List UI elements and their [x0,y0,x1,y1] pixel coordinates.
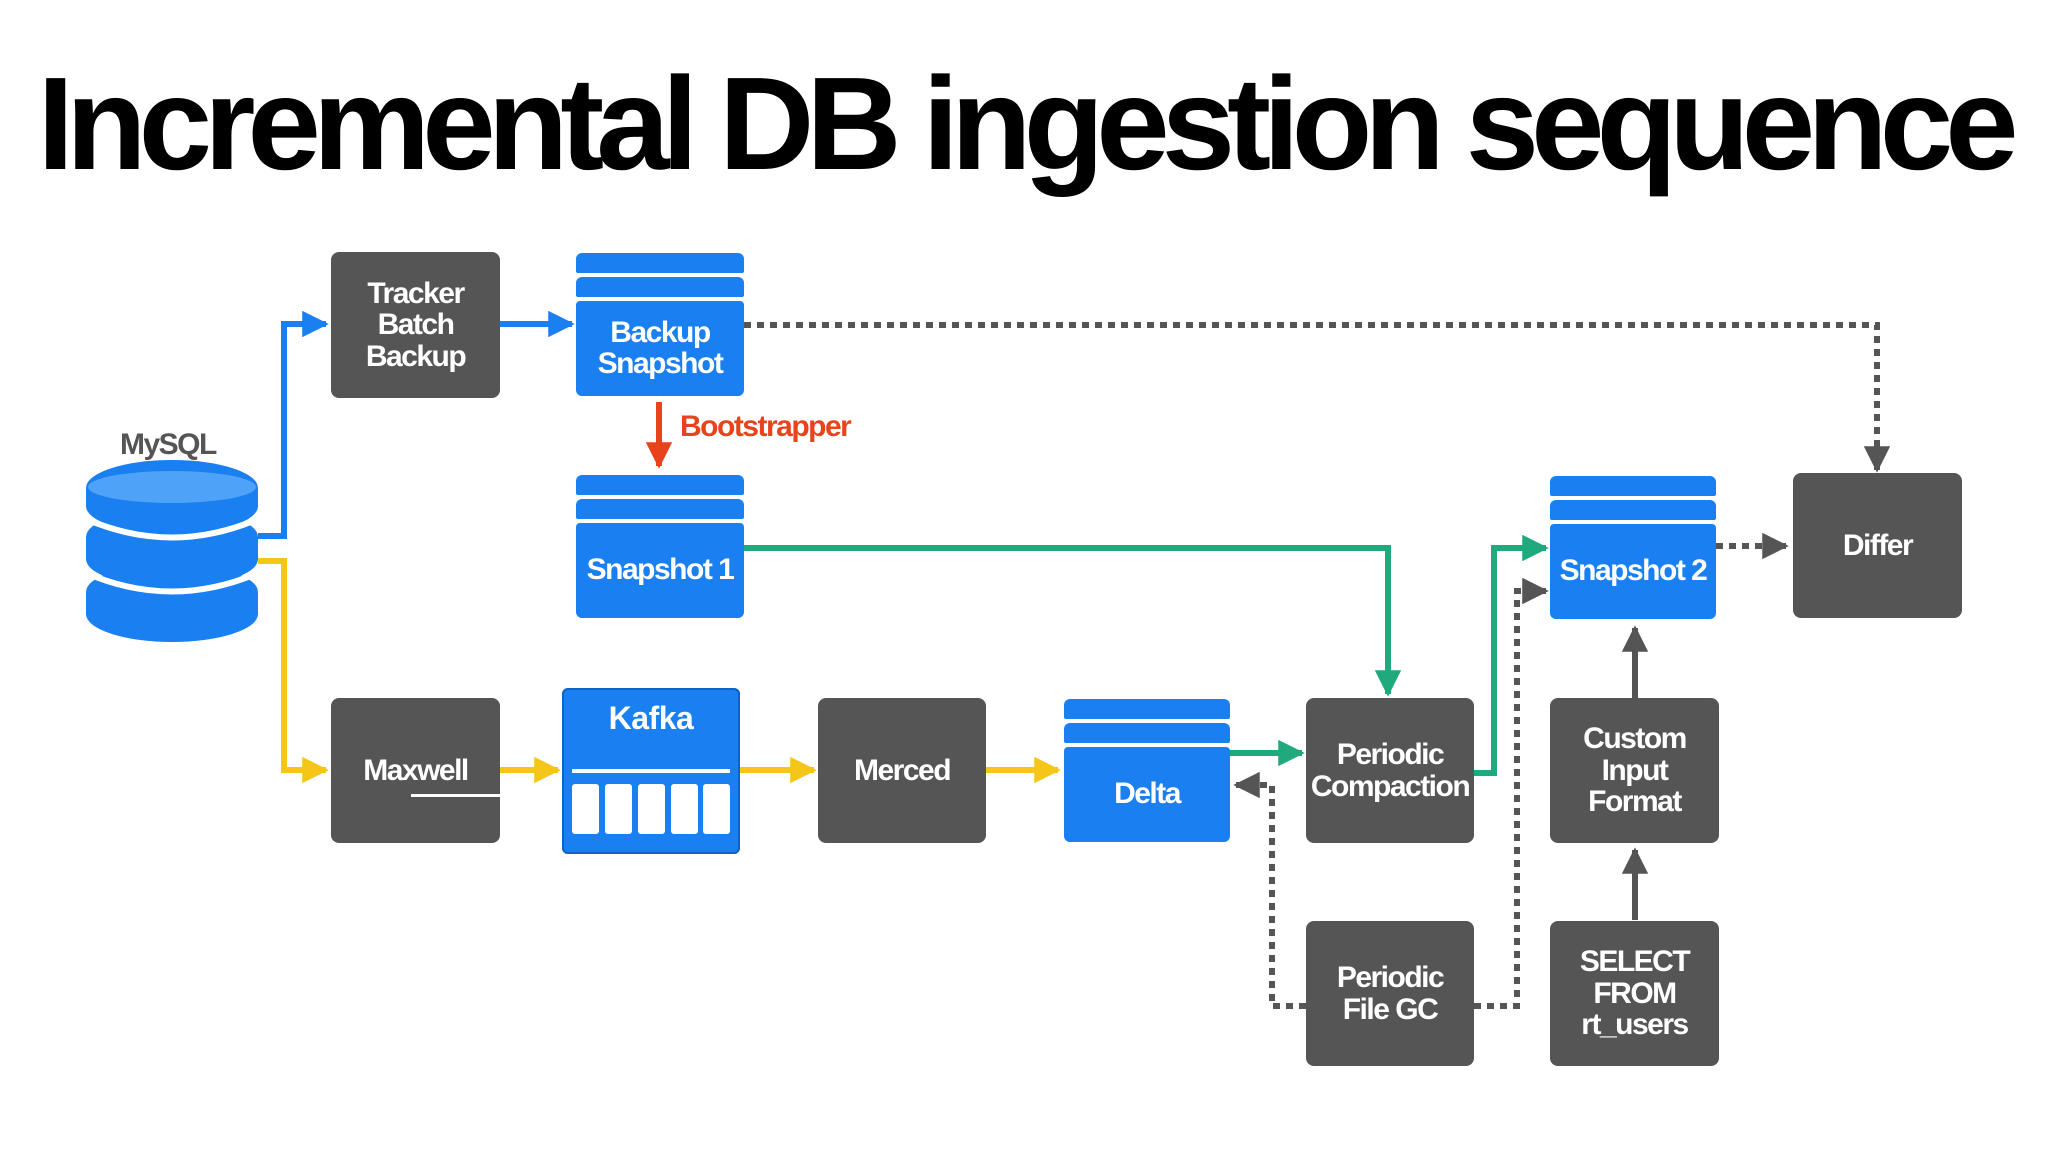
kafka-partition [605,784,632,834]
delta-band-1 [1064,699,1230,719]
backup-snapshot-band-1 [576,253,744,273]
maxwell-box: Maxwell [331,698,500,843]
periodic-compaction-box: Periodic Compaction [1306,698,1474,843]
delta-box: Delta [1064,699,1230,842]
kafka-partition [572,784,599,834]
arrow-mysql-to-maxwell [258,558,329,784]
arrow-gc-to-snapshot2 [1474,577,1549,1009]
database-icon [84,460,260,642]
snapshot2-band-1 [1550,476,1716,496]
kafka-box: Kafka [562,688,740,854]
diagram-title: Incremental DB ingestion sequence [37,50,2018,197]
snapshot1-label: Snapshot 1 [576,523,744,618]
maxwell-label: Maxwell [363,753,469,787]
merced-box: Merced [818,698,986,843]
periodic-file-gc-box: Periodic File GC [1306,921,1474,1066]
maxwell-underline [411,794,500,797]
backup-snapshot-box: Backup Snapshot [576,253,744,396]
kafka-label: Kafka [608,700,694,736]
snapshot2-label: Snapshot 2 [1550,524,1716,619]
snapshot1-band-1 [576,475,744,495]
delta-band-2 [1064,723,1230,743]
snapshot2-band-2 [1550,500,1716,520]
bootstrapper-label: Bootstrapper [680,410,852,443]
snapshot1-box: Snapshot 1 [576,475,744,618]
arrow-snapshot1-to-compaction [744,545,1402,697]
kafka-partition [703,784,730,834]
arrow-gc-to-delta [1233,771,1306,1009]
snapshot2-box: Snapshot 2 [1550,476,1716,619]
tracker-batch-backup-box: Tracker Batch Backup [331,252,500,398]
backup-snapshot-band-2 [576,277,744,297]
select-from-box: SELECT FROM rt_users [1550,921,1719,1066]
custom-input-format-box: Custom Input Format [1550,698,1719,843]
arrow-mysql-to-tracker [258,310,329,539]
snapshot1-band-2 [576,499,744,519]
arrow-compaction-to-snapshot2 [1474,534,1549,776]
arrow-backup-to-differ [744,322,1891,473]
kafka-partition [638,784,665,834]
delta-label: Delta [1064,747,1230,842]
differ-box: Differ [1793,473,1962,618]
kafka-divider [572,769,730,773]
kafka-partition [671,784,698,834]
backup-snapshot-label: Backup Snapshot [576,301,744,396]
mysql-label: MySQL [120,428,217,461]
